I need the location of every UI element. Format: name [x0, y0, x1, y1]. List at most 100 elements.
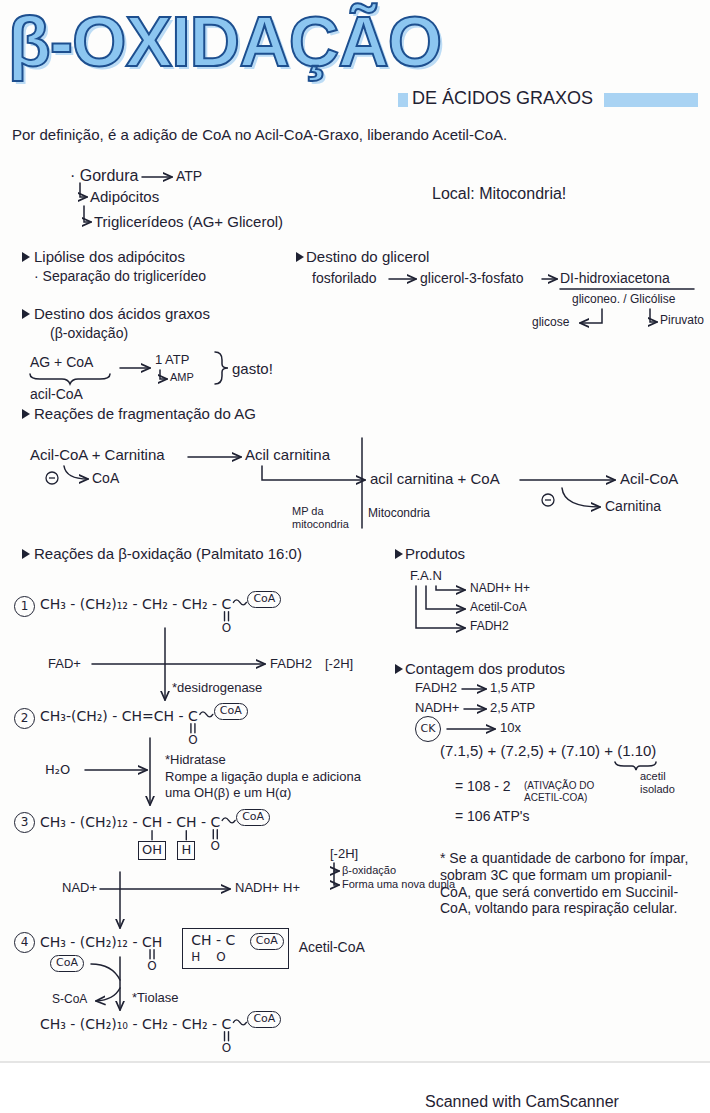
handwritten-text: 10x — [500, 720, 521, 736]
handwritten-text: FADH2 — [470, 619, 509, 633]
handwritten-text: (ATIVAÇÃO DO ACETIL-COA) — [524, 780, 634, 804]
handwritten-text: glicose — [532, 315, 569, 329]
node-text: O — [216, 951, 225, 965]
double-bond — [153, 950, 154, 959]
double-bond — [149, 950, 150, 959]
branch-arrow — [334, 863, 339, 871]
handwritten-text: Piruvato — [660, 313, 704, 327]
handwritten-text: Destino dos ácidos graxos — [34, 305, 210, 323]
arrow-line — [447, 728, 495, 730]
handwritten-text: NAD+ — [62, 880, 97, 896]
node-text: H — [181, 843, 191, 858]
step-number-circle: 4 — [14, 932, 35, 953]
double-bond — [213, 830, 214, 839]
handwritten-text: NADH+ H+ — [470, 581, 530, 595]
minus-bar — [49, 477, 55, 478]
handwritten-text: NADH+ — [415, 700, 459, 716]
handwritten-text: Acil carnitina — [245, 446, 330, 464]
handwritten-text: Rompe a ligação dupla e adiciona uma OH(… — [165, 769, 375, 800]
coa-circle: CoA — [214, 703, 248, 720]
handwritten-text: gasto! — [232, 360, 273, 378]
chemical-formula: H₂O — [45, 762, 70, 778]
node-text: CoA — [253, 593, 275, 606]
handwritten-text: 1,5 ATP — [490, 680, 535, 696]
curved-arrow — [96, 988, 120, 1001]
thioester-bond — [222, 818, 235, 823]
handwritten-text: 1 ATP — [155, 352, 189, 368]
chemical-formula: O — [188, 733, 197, 747]
step-number-circle: 2 — [14, 708, 35, 729]
thioester-bond — [200, 712, 213, 717]
handwritten-text: · Gordura — [70, 166, 138, 185]
handwritten-text: Reações de fragmentação do AG — [34, 405, 256, 423]
arrow-line — [389, 278, 416, 280]
handwritten-text: CoA — [92, 470, 119, 487]
curved-line — [91, 964, 120, 980]
coa-circle: CoA — [250, 933, 284, 950]
arrow-line — [462, 688, 486, 690]
arrow-line — [120, 367, 150, 369]
bullet-group — [22, 252, 403, 674]
handwritten-text: F.A.N — [410, 568, 442, 584]
handwritten-text: (7.1,5) + (7.2,5) + (7.10) + (1.10) — [440, 742, 656, 760]
minus-circle — [46, 472, 58, 484]
single-bond — [186, 831, 187, 840]
handwritten-text: DE ÁCIDOS GRAXOS — [412, 88, 593, 110]
handwritten-text: Mitocondria — [368, 506, 430, 520]
membrane-line — [361, 438, 363, 528]
handwritten-text: (β-oxidação) — [50, 325, 128, 342]
under-brace — [615, 762, 656, 770]
handwritten-text: = 108 - 2 — [455, 778, 511, 795]
node-text: 2 — [21, 712, 29, 726]
paper — [0, 0, 710, 1062]
node-text: CK — [421, 723, 436, 736]
handwritten-text: glicerol-3-fosfato — [420, 270, 524, 287]
thioester-bond — [233, 600, 246, 605]
chemical-formula: O — [147, 959, 156, 973]
node-text: OH — [142, 843, 162, 858]
minus-bar — [545, 499, 551, 500]
step-number-circle: 1 — [14, 596, 35, 617]
handwritten-text: Reações da β-oxidação (Palmitato 16:0) — [34, 545, 302, 563]
handwritten-text: Adipócitos — [90, 188, 159, 206]
page-title: β-OXIDAÇÃO — [8, 2, 441, 83]
cofactor-arrow — [85, 769, 147, 771]
handwritten-text: Acetil-CoA — [470, 600, 527, 614]
chemical-formula: CH₃ - (CH₂)₁₂ - CH₂ - CH₂ - C — [40, 596, 231, 613]
arrow-line — [464, 708, 486, 710]
thioester-bond — [233, 1020, 246, 1025]
coa-circle: CoA — [236, 809, 270, 826]
node-text: 4 — [21, 936, 29, 950]
double-bond — [228, 612, 229, 621]
handwritten-text: Local: Mitocondria! — [432, 184, 566, 203]
node-text: CoA — [256, 935, 278, 948]
minus-circle — [542, 494, 554, 506]
chemical-formula: CH₃ - (CH₂)₁₂ - CH — [40, 934, 162, 951]
node-text: CH - C — [191, 932, 241, 948]
chemical-formula: CH₃ - (CH₂)₁₀ - CH₂ - CH₂ - C — [40, 1016, 231, 1033]
single-bond — [151, 831, 152, 840]
reaction-arrow — [119, 957, 121, 1010]
handwritten-text: β-oxidação — [342, 864, 396, 877]
branch-arrow — [426, 586, 465, 609]
node-text: CoA — [220, 705, 242, 718]
curved-arrow — [562, 488, 600, 507]
handwritten-text: gliconeo. / Glicólise — [572, 292, 675, 306]
double-bond — [194, 724, 195, 733]
chemical-formula: O — [222, 621, 231, 635]
handwritten-text: FAD+ — [48, 656, 81, 672]
bullet-triangle — [22, 252, 30, 262]
chemical-formula: O — [211, 839, 220, 853]
chemical-formula: CH₃-(CH₂) - CH=CH - C — [40, 708, 198, 725]
curly-brace — [215, 352, 228, 384]
coa-circle: CoA — [247, 1011, 281, 1028]
handwritten-text: acetil isolado — [640, 770, 702, 796]
chemical-formula: O — [222, 1041, 231, 1055]
handwritten-text: Contagem dos produtos — [405, 660, 565, 678]
node-text: H — [191, 951, 200, 965]
double-bond — [228, 1032, 229, 1041]
double-bond — [224, 1032, 225, 1041]
bullet-triangle — [22, 309, 30, 319]
handwritten-text: Carnitina — [605, 498, 661, 515]
underline — [560, 288, 694, 290]
